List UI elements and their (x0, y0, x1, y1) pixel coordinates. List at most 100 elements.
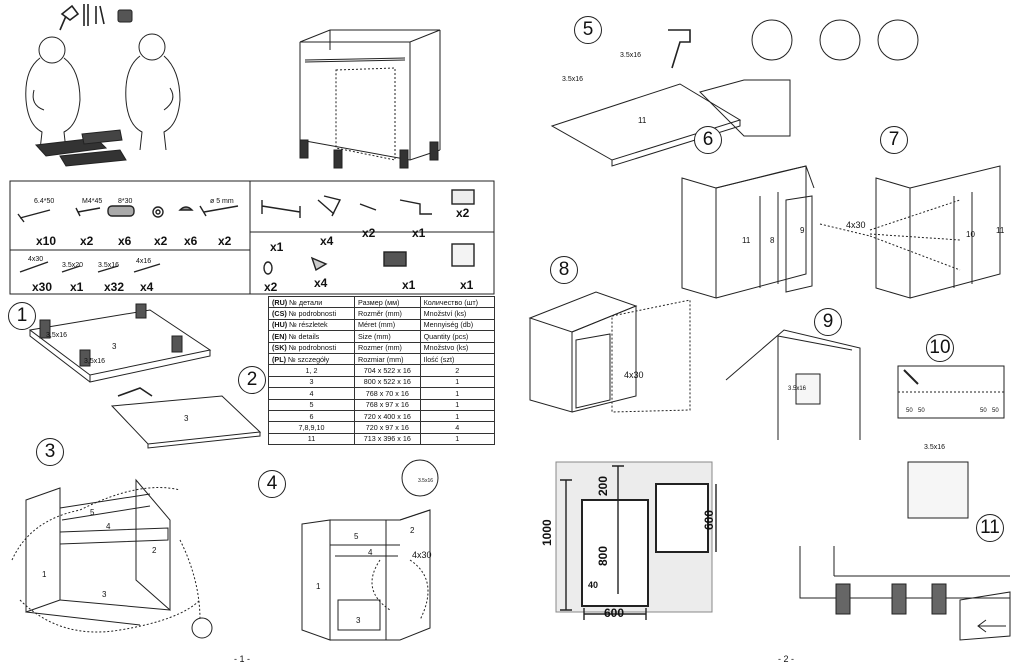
lang-code: (PL) № szczegóły (267, 352, 356, 366)
dim-plinth: 40 (588, 580, 599, 590)
step5-assembly (550, 19, 919, 167)
lang-code: (RU) № детали (267, 295, 356, 309)
step-3-number: 3 (36, 438, 64, 466)
s4-part-4: 4 (368, 548, 373, 557)
lang-size: Rozmiar (mm) (354, 352, 421, 366)
lang-qty: Mennyiség (db) (419, 318, 496, 332)
s8-screw: 4x30 (624, 370, 644, 380)
step-11-number: 11 (976, 514, 1004, 542)
people-illustration (25, 33, 181, 167)
hwr-qty-1: x1 (270, 240, 284, 254)
screw-label-1: 4x30 (28, 256, 44, 263)
s2-part: 3 (184, 414, 189, 423)
dim-width: 600 (604, 606, 625, 620)
s3-part-3: 3 (102, 590, 107, 599)
s7-part-10: 10 (966, 230, 975, 239)
s3-part-2: 2 (152, 546, 157, 555)
s4-part-5: 5 (354, 532, 359, 541)
step8-assembly (528, 291, 691, 413)
step10-assembly (897, 365, 1005, 519)
s10-dim-1: 50 (906, 408, 913, 414)
part-qty: 1 (419, 409, 496, 423)
part-size: 720 x 97 x 16 (354, 421, 421, 434)
s6-part-9: 9 (800, 226, 805, 235)
hw-label-6: ø 5 mm (210, 198, 234, 205)
part-size: 800 x 522 x 16 (354, 375, 421, 389)
lang-qty: Quantity (pcs) (419, 330, 496, 343)
s10-screw: 3.5x16 (924, 444, 946, 451)
s4-screw: 4x30 (412, 550, 432, 560)
lang-size: Rozmer (mm) (354, 341, 421, 354)
part-no: 6 (267, 409, 356, 423)
screw-qty-1: x30 (32, 280, 53, 294)
part-no: 3 (267, 375, 356, 389)
hw-qty-1: x10 (36, 234, 57, 248)
step3-assembly (11, 478, 213, 639)
lang-qty: Количество (шт) (419, 295, 496, 309)
part-qty: 4 (419, 421, 496, 434)
screw-qty-3: x32 (104, 280, 125, 294)
lang-size: Размер (мм) (354, 295, 421, 309)
hw-qty-3: x6 (118, 234, 132, 248)
s3-part-1: 1 (42, 570, 47, 579)
lang-size: Rozměr (mm) (354, 307, 421, 320)
s10-dim-4: 50 (992, 408, 999, 414)
step6-assembly (681, 165, 871, 299)
s10-dim-2: 50 (918, 408, 925, 414)
screw-qty-2: x1 (70, 280, 84, 294)
tools-icons (59, 4, 133, 31)
part-qty: 2 (419, 364, 496, 377)
hw-qty-5: x6 (184, 234, 198, 248)
part-no: 1, 2 (267, 364, 356, 377)
part-qty: 1 (419, 398, 496, 411)
step-4-number: 4 (258, 470, 286, 498)
s4-hinge: 3.5x16 (418, 478, 434, 484)
hw-qty-6: x2 (218, 234, 232, 248)
lang-code: (EN) № details (267, 330, 356, 343)
lang-qty: Množstvo (ks) (419, 341, 496, 354)
part-size: 704 x 522 x 16 (354, 364, 421, 377)
s10-dim-3: 50 (980, 408, 987, 414)
hw-qty-4: x2 (154, 234, 168, 248)
hwr-qty-6: x2 (264, 280, 278, 294)
step4-assembly (301, 459, 439, 641)
part-no: 11 (267, 432, 356, 446)
hw-label-2: M4*45 (82, 198, 103, 205)
screw-label-2: 3.5x20 (62, 262, 84, 269)
part-no: 5 (267, 398, 356, 411)
step-10-number: 10 (926, 334, 954, 362)
part-size: 720 x 400 x 16 (354, 409, 421, 423)
lang-code: (HU) № részletek (267, 318, 356, 332)
s1-screw-b: 3,5x16 (84, 358, 106, 365)
cabinet-overview (299, 29, 441, 169)
part-no: 4 (267, 387, 356, 400)
hardware-box-screws (9, 249, 251, 295)
step-2-number: 2 (238, 366, 266, 394)
s5-screw-a: 3.5x16 (562, 76, 584, 83)
hwr-qty-5: x2 (456, 206, 470, 220)
screw-label-4: 4x16 (136, 258, 152, 265)
step9-assembly (725, 329, 861, 440)
screw-label-3: 3.5x16 (98, 262, 120, 269)
step-8-number: 8 (550, 256, 578, 284)
dim-height: 1000 (540, 519, 554, 546)
part-size: 713 x 396 x 16 (354, 432, 421, 446)
hwr-qty-4: x1 (412, 226, 426, 240)
s7-part-11: 11 (996, 226, 1005, 235)
lang-size: Méret (mm) (354, 318, 421, 332)
s3-part-5: 5 (90, 508, 95, 517)
page-number-right: - 2 - (778, 654, 795, 664)
part-no: 7,8,9,10 (267, 421, 356, 434)
dim-depth: 600 (702, 509, 716, 530)
